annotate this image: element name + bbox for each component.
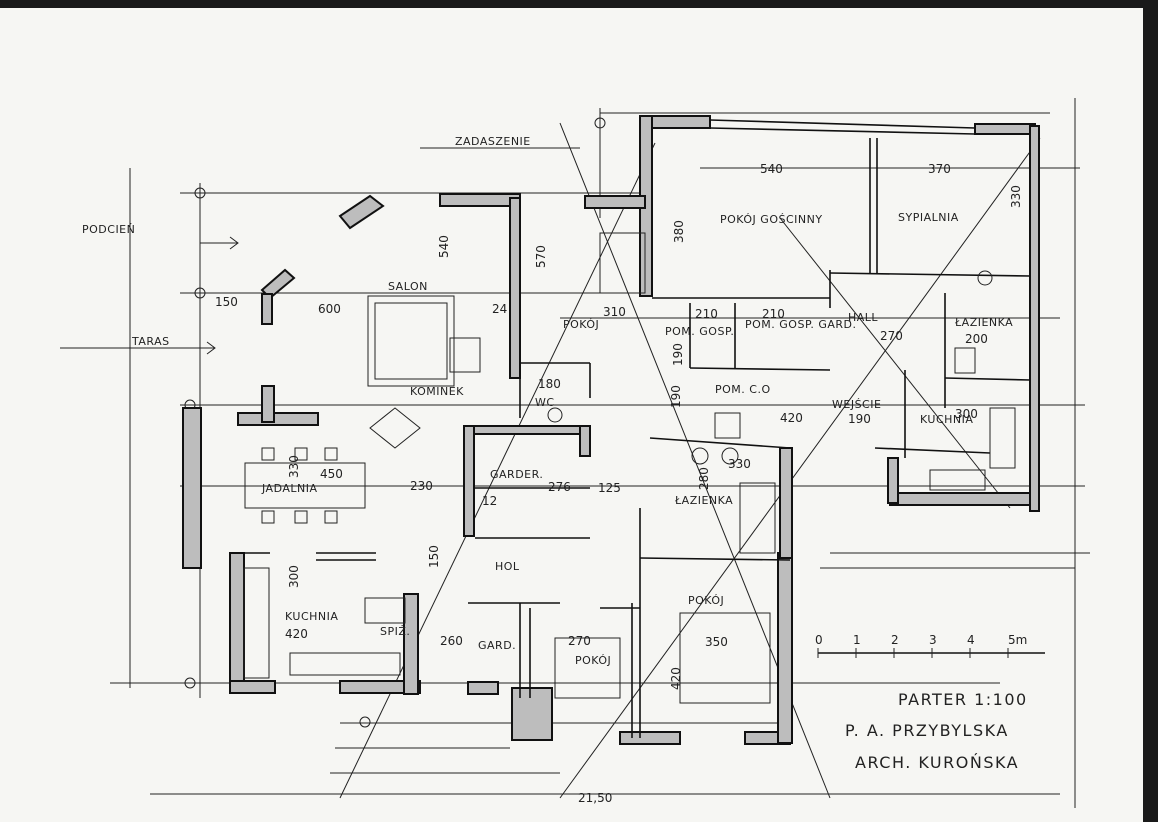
title-block: PARTER 1:100 P. A. PRZYBYLSKA ARCH. KURO… — [845, 690, 1028, 772]
label-kuchnia-left: KUCHNIA — [285, 610, 338, 623]
axis-markers — [184, 117, 606, 728]
title-line-1: PARTER 1:100 — [898, 690, 1028, 709]
dim-230: 230 — [410, 479, 433, 493]
dim-350: 350 — [705, 635, 728, 649]
dim-380: 380 — [672, 220, 686, 243]
partitions — [240, 138, 1031, 738]
label-taras: TARAS — [131, 335, 170, 348]
dim-600: 600 — [318, 302, 341, 316]
dim-310: 310 — [603, 305, 626, 319]
dim-330-jadalnia: 330 — [287, 455, 301, 478]
dim-total-21-50: 21,50 — [578, 791, 612, 805]
scale-bar: 0 1 2 3 4 5m — [815, 633, 1045, 658]
label-podcien: PODCIEŃ — [82, 223, 135, 236]
label-hall: HALL — [848, 311, 878, 324]
label-pokoj-goscinny: POKÓJ GOŚCINNY — [720, 213, 823, 226]
dim-300-kuchnia: 300 — [287, 565, 301, 588]
dim-24: 24 — [492, 302, 507, 316]
dimension-labels: 150 600 540 570 24 310 180 330 450 230 2… — [215, 162, 1023, 805]
label-zadaszenie: ZADASZENIE — [455, 135, 531, 148]
dim-125: 125 — [598, 481, 621, 495]
dim-270-hall: 270 — [880, 329, 903, 343]
arrows — [60, 147, 580, 355]
dim-420-kuchnia: 420 — [285, 627, 308, 641]
scale-tick-5m: 5m — [1008, 633, 1027, 647]
dim-200: 200 — [965, 332, 988, 346]
scale-tick-3: 3 — [929, 633, 937, 647]
label-pom-co: POM. C.O — [715, 383, 771, 396]
drawing-sheet: ZADASZENIE PODCIEŃ TARAS SALON KOMINEK J… — [0, 8, 1143, 822]
dim-300-kuchnia-right: 300 — [955, 407, 978, 421]
label-wc: WC — [535, 396, 555, 409]
label-pokoj-right: POKÓJ — [688, 594, 724, 607]
title-line-2: P. A. PRZYBYLSKA — [845, 721, 1009, 740]
scale-tick-1: 1 — [853, 633, 861, 647]
label-garder: GARDER. — [490, 468, 543, 481]
dim-420-pokoj: 420 — [669, 667, 683, 690]
furniture — [243, 232, 1016, 704]
label-lazienka-mid: ŁAZIENKA — [674, 494, 733, 507]
dim-330-lazienka: 330 — [728, 457, 751, 471]
dim-276: 276 — [548, 480, 571, 494]
dim-420-co: 420 — [780, 411, 803, 425]
dim-450: 450 — [320, 467, 343, 481]
label-salon: SALON — [388, 280, 428, 293]
dim-210-a: 210 — [695, 307, 718, 321]
dim-330-top: 330 — [1009, 185, 1023, 208]
axis-lines — [110, 98, 1090, 808]
dim-540-salon: 540 — [437, 235, 451, 258]
title-line-3: ARCH. KUROŃSKA — [855, 753, 1019, 772]
label-pokoj-bottom: POKÓJ — [575, 654, 611, 667]
dim-150-hol: 150 — [427, 545, 441, 568]
dim-260: 260 — [440, 634, 463, 648]
label-sypialnia: SYPIALNIA — [898, 211, 959, 224]
label-spiz: SPIŻ. — [380, 625, 410, 638]
dim-540-top: 540 — [760, 162, 783, 176]
label-hol: HOL — [495, 560, 520, 573]
dim-180: 180 — [538, 377, 561, 391]
dim-370: 370 — [928, 162, 951, 176]
dim-190-b: 190 — [669, 385, 683, 408]
dim-190-wejscie: 190 — [848, 412, 871, 426]
dim-12: 12 — [482, 494, 497, 508]
dim-270-bottom: 270 — [568, 634, 591, 648]
label-kominek: KOMINEK — [410, 385, 464, 398]
scale-tick-2: 2 — [891, 633, 899, 647]
label-pom-gosp: POM. GOSP. — [665, 325, 734, 338]
floor-plan: ZADASZENIE PODCIEŃ TARAS SALON KOMINEK J… — [60, 98, 1090, 808]
room-labels: ZADASZENIE PODCIEŃ TARAS SALON KOMINEK J… — [82, 135, 1013, 667]
dim-570: 570 — [534, 245, 548, 268]
dim-190-a: 190 — [671, 343, 685, 366]
label-pokoj-mid: POKÓJ — [563, 318, 599, 331]
label-pom-gosp-gard: POM. GOSP. GARD. — [745, 318, 857, 331]
scale-tick-4: 4 — [967, 633, 975, 647]
label-gard-bottom: GARD. — [478, 639, 516, 652]
walls — [182, 115, 1040, 745]
label-lazienka-right: ŁAZIENKA — [954, 316, 1013, 329]
dim-280: 280 — [697, 467, 711, 490]
dim-210-b: 210 — [762, 307, 785, 321]
dim-150: 150 — [215, 295, 238, 309]
label-jadalnia: JADALNIA — [261, 482, 318, 495]
label-wejscie: WEJŚCIE — [832, 398, 881, 411]
scale-tick-0: 0 — [815, 633, 823, 647]
label-kuchnia-right: KUCHNIA — [920, 413, 973, 426]
